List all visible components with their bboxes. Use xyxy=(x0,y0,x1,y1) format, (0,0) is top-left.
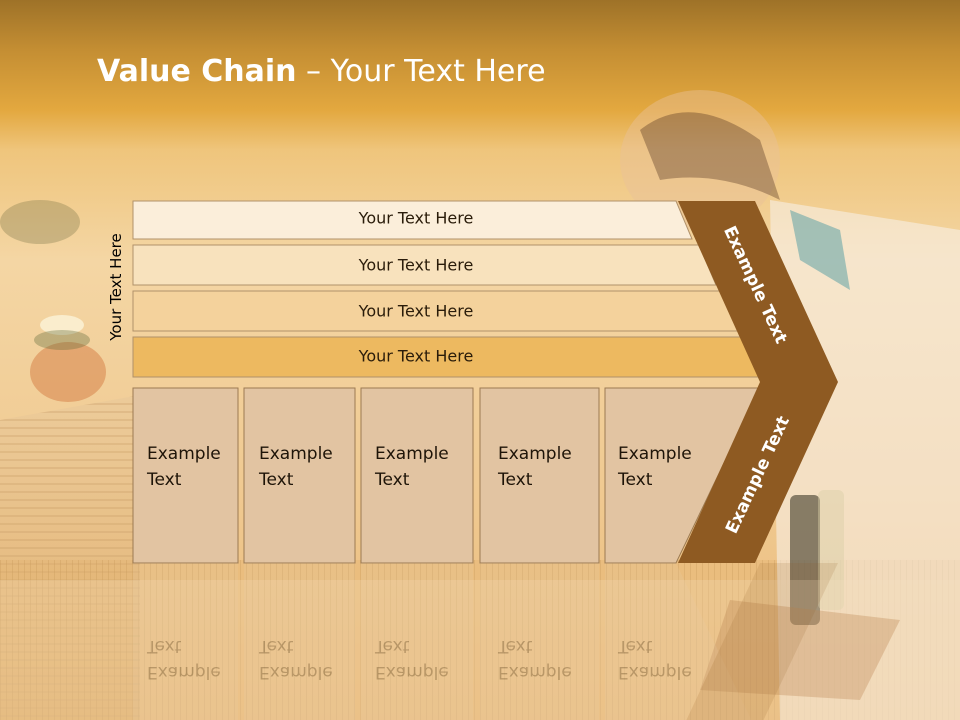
reflection-text-5b: Text xyxy=(617,636,653,656)
box-3-line-1: Example xyxy=(375,444,449,464)
row-1-shape xyxy=(132,200,693,240)
box-3-shape xyxy=(360,387,474,564)
row-2-shape xyxy=(132,244,717,286)
reflection-text-1: Example xyxy=(147,662,221,682)
box-2-shape xyxy=(243,387,356,564)
box-4-line-1: Example xyxy=(498,444,572,464)
reflection-text-2b: Text xyxy=(258,636,294,656)
chevron-shape xyxy=(678,201,838,563)
slide-title: Value Chain – Your Text Here xyxy=(97,54,546,89)
reflection-box-5 xyxy=(605,563,752,720)
title-bold-part: Value Chain xyxy=(97,54,297,89)
box-5-line-1: Example xyxy=(618,444,692,464)
box-4-line-2: Text xyxy=(497,470,533,490)
row-4-label: Your Text Here xyxy=(358,347,474,366)
box-5-shape xyxy=(604,387,761,564)
box-4-shape xyxy=(479,387,600,564)
reflection-text-3: Example xyxy=(375,662,449,682)
row-2[interactable]: Your Text Here xyxy=(132,244,717,286)
box-2-line-2: Text xyxy=(258,470,294,490)
boxes-reflection: Example Text Example Text Example Text E… xyxy=(133,563,838,720)
box-1-shape xyxy=(132,387,239,564)
row-2-label: Your Text Here xyxy=(358,256,474,275)
row-3-label: Your Text Here xyxy=(358,302,474,321)
reflection-text-4b: Text xyxy=(497,636,533,656)
row-1-label: Your Text Here xyxy=(358,209,474,228)
row-1[interactable]: Your Text Here xyxy=(132,200,693,240)
reflection-box-4 xyxy=(480,563,599,720)
box-5-line-2: Text xyxy=(617,470,653,490)
row-4[interactable]: Your Text Here xyxy=(132,336,764,378)
reflection-box-1 xyxy=(133,563,238,720)
box-3-line-2: Text xyxy=(374,470,410,490)
box-1-line-2: Text xyxy=(146,470,182,490)
reflection-text-4: Example xyxy=(498,662,572,682)
reflection-text-2: Example xyxy=(259,662,333,682)
box-1-line-1: Example xyxy=(147,444,221,464)
reflection-text-3b: Text xyxy=(374,636,410,656)
reflection-chevron xyxy=(678,563,838,720)
reflection-text-5: Example xyxy=(618,662,692,682)
reflection-box-3 xyxy=(361,563,473,720)
title-rest-part: – Your Text Here xyxy=(296,54,546,89)
box-2-line-1: Example xyxy=(259,444,333,464)
reflection-box-2 xyxy=(244,563,355,720)
reflection-text-1b: Text xyxy=(146,636,182,656)
row-3[interactable]: Your Text Here xyxy=(132,290,741,332)
